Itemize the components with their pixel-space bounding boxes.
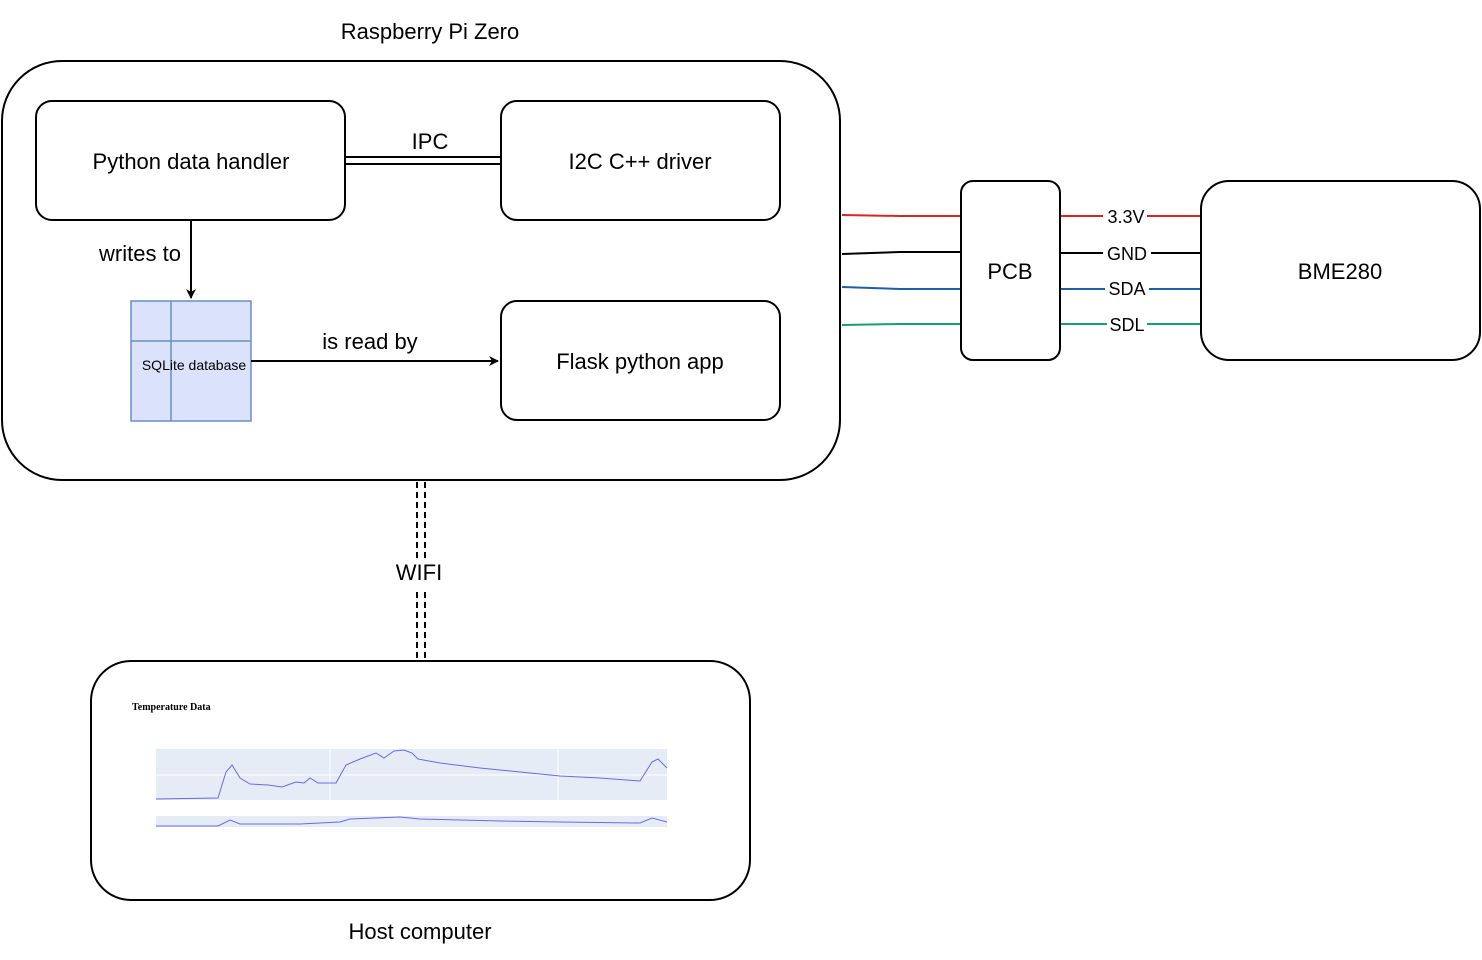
wifi-link bbox=[394, 482, 444, 660]
wire-sda-pi bbox=[841, 286, 961, 290]
pcb-to-bme280-wires bbox=[1061, 215, 1201, 325]
wire-label-sdl: SDL bbox=[1109, 315, 1144, 335]
web-app-screenshot: Temperature Data bbox=[132, 702, 668, 827]
wire-label-sda: SDA bbox=[1108, 279, 1145, 299]
chart-gridlines bbox=[156, 749, 667, 800]
wire-3v3-pi bbox=[841, 214, 961, 217]
sqlite-database-shape bbox=[130, 300, 252, 422]
pcb-box bbox=[960, 180, 1061, 361]
flask-app-label: Flask python app bbox=[556, 349, 724, 374]
wire-gnd-pi bbox=[841, 251, 961, 255]
pi-to-pcb-wires bbox=[841, 214, 961, 326]
writes-to-label: writes to bbox=[98, 241, 181, 266]
host-computer-label: Host computer bbox=[348, 919, 491, 944]
wire-label-gnd: GND bbox=[1107, 244, 1147, 264]
i2c-driver-box bbox=[500, 100, 781, 221]
sqlite-database-label: SQLite database bbox=[142, 357, 247, 373]
wifi-label: WIFI bbox=[396, 560, 442, 585]
pcb-label: PCB bbox=[987, 259, 1032, 284]
flask-app-box bbox=[500, 300, 781, 421]
wire-sdl-pi bbox=[841, 323, 961, 326]
range-slider-trace bbox=[156, 816, 668, 827]
python-data-handler-label: Python data handler bbox=[93, 149, 290, 174]
bme280-label: BME280 bbox=[1298, 259, 1382, 284]
bme280-box bbox=[1200, 180, 1481, 361]
screenshot-title: Temperature Data bbox=[132, 702, 211, 713]
range-slider bbox=[156, 816, 667, 827]
wire-labels: 3.3V GND SDA SDL bbox=[1103, 205, 1151, 335]
i2c-driver-label: I2C C++ driver bbox=[568, 149, 711, 174]
wire-label-3v3: 3.3V bbox=[1107, 207, 1144, 227]
chart-series-line bbox=[155, 749, 668, 800]
ipc-connector bbox=[346, 156, 501, 165]
ipc-label: IPC bbox=[412, 129, 449, 154]
raspberry-pi-title: Raspberry Pi Zero bbox=[341, 19, 520, 44]
is-read-by-label: is read by bbox=[322, 329, 417, 354]
